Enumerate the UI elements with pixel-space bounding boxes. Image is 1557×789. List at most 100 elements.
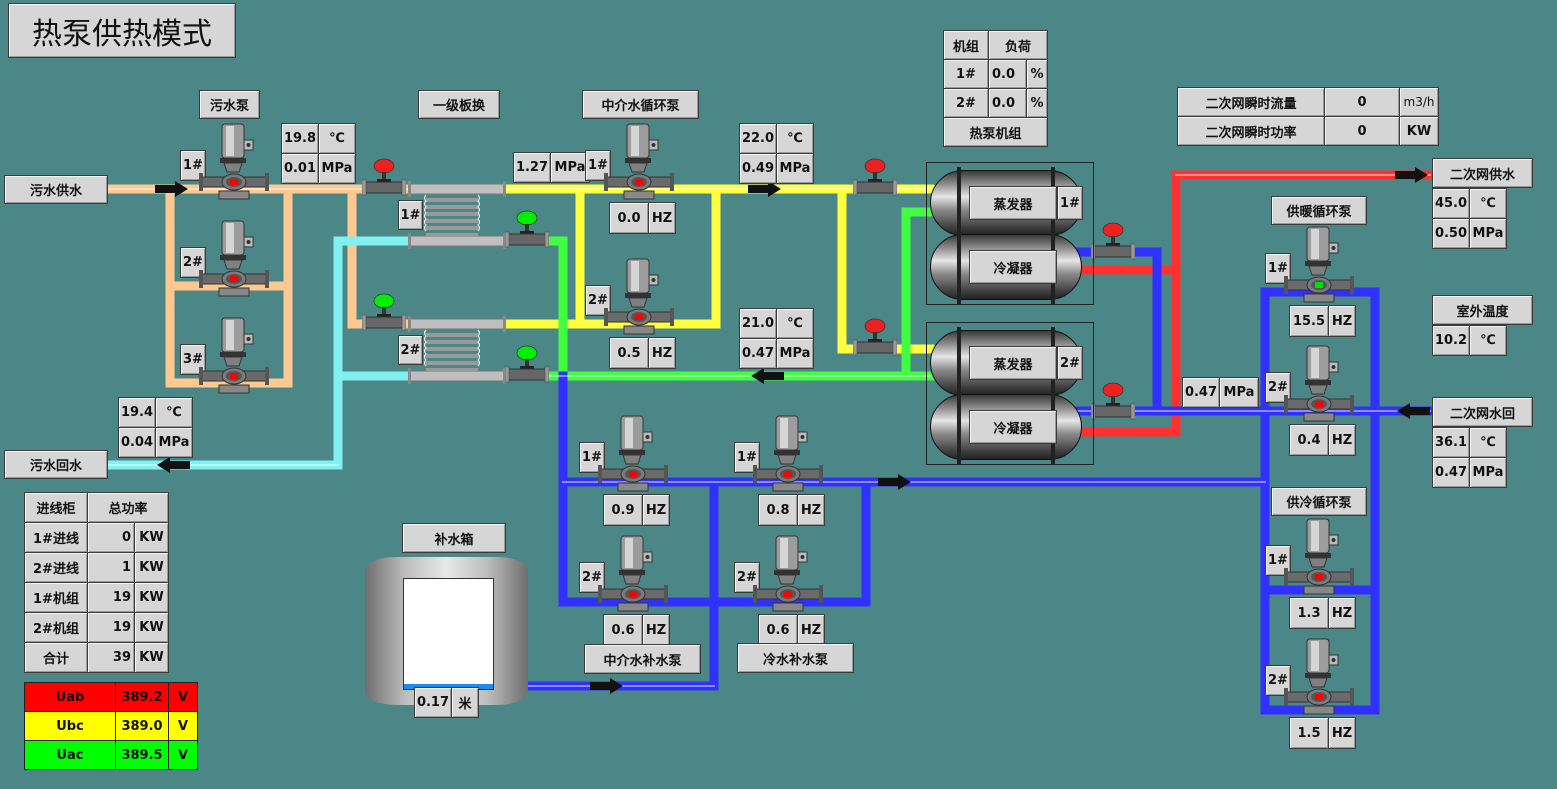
heat-pump-unit-number: 2# <box>1057 346 1083 380</box>
makeup-tank-level-unit: 米 <box>452 688 478 717</box>
pump-frequency-unit: HZ <box>798 615 824 645</box>
valve-icon <box>504 345 550 383</box>
sewage-pump-2[interactable]: 2# <box>180 219 275 299</box>
valve-sewage-in-1[interactable] <box>361 158 407 198</box>
pump-frequency-value: 0.6 <box>604 615 642 645</box>
intermediate-supply-pressure-value: 0.49 <box>740 154 776 183</box>
sewage-pump-1[interactable]: 1# <box>180 122 275 202</box>
intermediate-return-pressure-value: 0.47 <box>740 339 776 368</box>
pump-frequency-value: 0.9 <box>604 495 642 525</box>
pump-frequency-unit: HZ <box>1329 718 1355 748</box>
voltage-value: 389.5 <box>116 741 168 769</box>
sewage-supply-temp-value: 19.8 <box>282 124 318 153</box>
voltage-name: Ubc <box>25 712 115 740</box>
pump-frequency-unit: HZ <box>1329 306 1355 336</box>
valve-condenser-1[interactable] <box>1090 222 1136 262</box>
sewage-return-pressure-value: 0.04 <box>119 428 155 457</box>
secondary-supply-temp-value: 45.0 <box>1433 189 1469 218</box>
sewage-supply-temp-unit: ℃ <box>319 124 355 153</box>
plate-exchanger-pressure-readout: 1.27 MPa <box>513 152 590 183</box>
makeup-tank-label: 补水箱 <box>402 523 506 553</box>
condenser-label: 冷凝器 <box>969 410 1057 444</box>
cooling-pump-label: 供冷循环泵 <box>1271 487 1367 516</box>
sewage-return-pipe <box>103 236 415 470</box>
plate-exchanger-1[interactable]: 1# <box>398 181 508 251</box>
plate-exchanger-2[interactable]: 2# <box>398 316 508 386</box>
valve-icon <box>361 158 407 196</box>
makeup-tank-level-fill <box>404 683 493 689</box>
heat-pump-table-row-suffix: % <box>1027 60 1047 88</box>
intermediate-makeup-label: 中介水补水泵 <box>584 644 701 674</box>
pump-icon <box>199 219 269 301</box>
heat-pump-unit-2[interactable]: 蒸发器 2# 冷凝器 <box>930 327 1083 465</box>
pump-number-tag: 1# <box>180 150 206 181</box>
valve-sewage-in-2[interactable] <box>361 293 407 333</box>
flow-arrow-right-icon <box>1395 167 1428 183</box>
power-table-row-name: 2#机组 <box>25 613 87 642</box>
sewage-supply-pressure-unit: MPa <box>319 154 355 183</box>
pump-frequency-unit: HZ <box>649 338 675 368</box>
valve-icon <box>504 210 550 248</box>
heat-pump-unit-1[interactable]: 蒸发器 1# 冷凝器 <box>930 167 1083 305</box>
power-table-row-unit: KW <box>135 613 168 642</box>
pump-frequency-value: 0.8 <box>759 495 797 525</box>
pump-frequency-unit: HZ <box>643 495 669 525</box>
valve-intermediate-out-2[interactable] <box>504 345 550 385</box>
valve-icon <box>361 293 407 331</box>
pump-frequency-value: 0.0 <box>610 203 648 233</box>
evaporator-label: 蒸发器 <box>969 186 1057 220</box>
secondary-supply-pressure-value: 0.50 <box>1433 219 1469 248</box>
secondary-power-label: 二次网瞬时功率 <box>1178 117 1324 145</box>
valve-evaporator-2[interactable] <box>852 318 898 358</box>
secondary-power-unit: KW <box>1400 117 1438 145</box>
makeup-tank[interactable] <box>365 557 528 705</box>
flow-arrow-left-icon <box>1397 403 1430 419</box>
valve-icon <box>1090 382 1136 420</box>
pump-frequency-value: 1.3 <box>1290 598 1328 628</box>
flow-arrow-right-icon <box>748 181 781 197</box>
pump-icon <box>598 414 668 496</box>
valve-condenser-2[interactable] <box>1090 382 1136 422</box>
intermediate-return-temp-value: 21.0 <box>740 309 776 338</box>
power-table-row-value: 1 <box>88 553 134 582</box>
pump-icon <box>753 534 823 616</box>
voltage-unit: V <box>169 741 197 769</box>
intermediate-return-readout: 21.0 ℃ 0.47 MPa <box>739 308 814 369</box>
pump-icon <box>1284 225 1354 307</box>
secondary-return-pressure-unit: MPa <box>1470 458 1506 487</box>
sewage-supply-label: 污水供水 <box>4 175 108 204</box>
sewage-return-readout: 19.4 ℃ 0.04 MPa <box>118 397 193 458</box>
sewage-pump-group-label: 污水泵 <box>199 90 260 119</box>
secondary-supply-readout: 45.0 ℃ 0.50 MPa <box>1432 188 1507 249</box>
cold-makeup-label: 冷水补水泵 <box>737 643 854 673</box>
pump-icon <box>1284 637 1354 719</box>
heat-pump-unit-2-frame <box>926 322 1094 465</box>
pump-icon <box>753 414 823 496</box>
pump-frequency-unit: HZ <box>798 495 824 525</box>
sewage-pump-3[interactable]: 3# <box>180 316 275 396</box>
power-table-header-power: 总功率 <box>88 493 168 522</box>
valve-intermediate-out-1[interactable] <box>504 210 550 250</box>
valve-evaporator-1[interactable] <box>852 158 898 198</box>
flow-arrows <box>155 167 1430 694</box>
intermediate-return-pressure-unit: MPa <box>777 339 813 368</box>
sewage-return-temp-value: 19.4 <box>119 398 155 427</box>
plate-exchanger-pressure-unit: MPa <box>551 153 589 182</box>
pump-icon <box>199 316 269 398</box>
secondary-flow-value: 0 <box>1325 88 1399 116</box>
